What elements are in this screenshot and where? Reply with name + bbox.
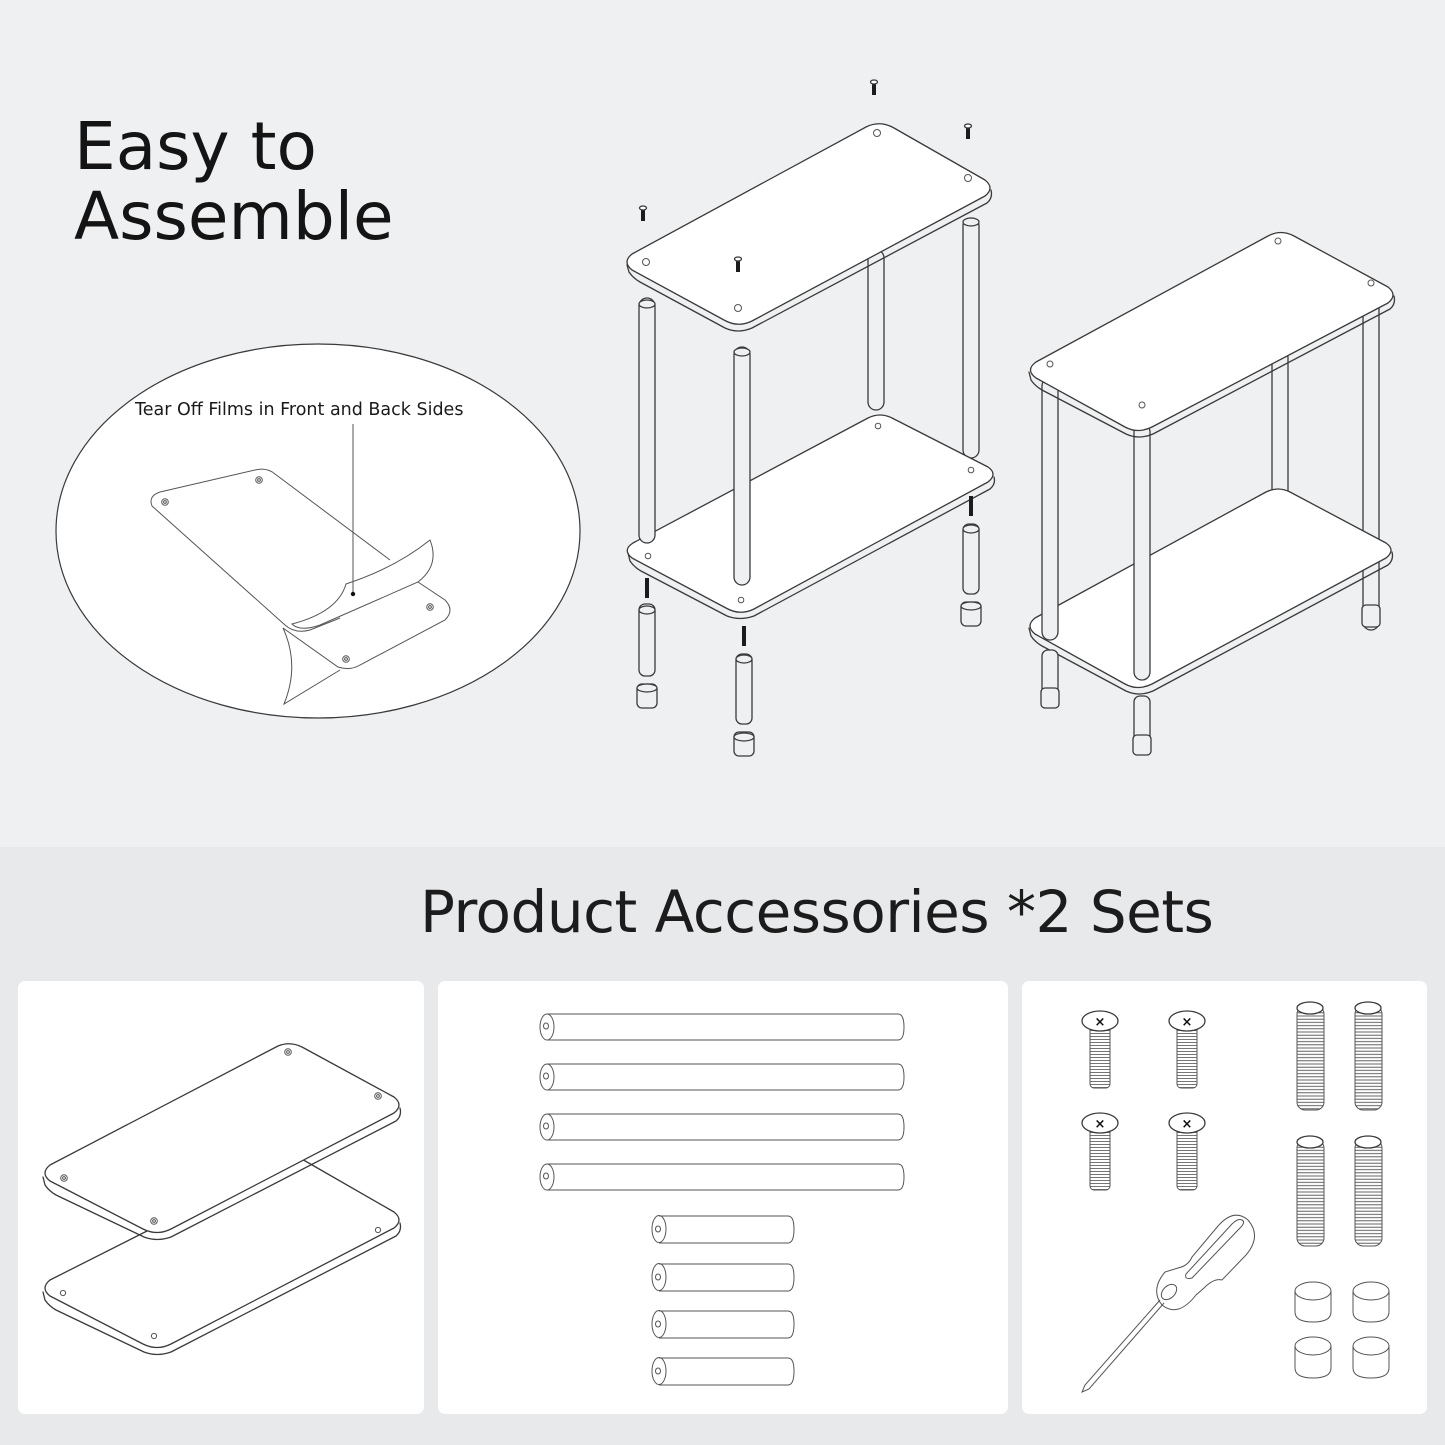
tubes-panel (438, 981, 1008, 1414)
assembly-illustrations (55, 79, 1396, 757)
hero-title-line2: Assemble (74, 178, 394, 255)
assembly-section: Easy to Assemble (55, 79, 1396, 757)
film-callout-illustration (55, 343, 581, 719)
hardware-illustration: × × × × (1081, 1001, 1390, 1393)
foot-caps (1294, 1281, 1390, 1379)
accessories-title: Product Accessories *2 Sets (420, 878, 1214, 946)
tubes-illustration (539, 1013, 905, 1386)
tear-off-films-label: Tear Off Films in Front and Back Sides (135, 400, 464, 420)
screwdriver (1081, 1214, 1255, 1393)
hardware-panel: × × × × (1022, 981, 1427, 1414)
exploded-table-illustration (626, 79, 996, 757)
svg-text:×: × (1095, 1015, 1106, 1030)
hero-title: Easy to Assemble (74, 112, 394, 252)
long-tubes (539, 1013, 905, 1191)
svg-text:×: × (1182, 1117, 1193, 1132)
short-tubes (651, 1215, 795, 1386)
svg-text:×: × (1182, 1015, 1193, 1030)
screw-icons (638, 79, 973, 272)
shelf-boards-panel (18, 981, 424, 1414)
hero-title-line1: Easy to (74, 108, 317, 185)
assembled-table-illustration (1028, 231, 1396, 756)
svg-text:×: × (1095, 1117, 1106, 1132)
threaded-rods (1296, 1001, 1383, 1247)
flat-head-screws: × × × × (1081, 1010, 1206, 1191)
shelf-boards-illustration (42, 1043, 402, 1356)
